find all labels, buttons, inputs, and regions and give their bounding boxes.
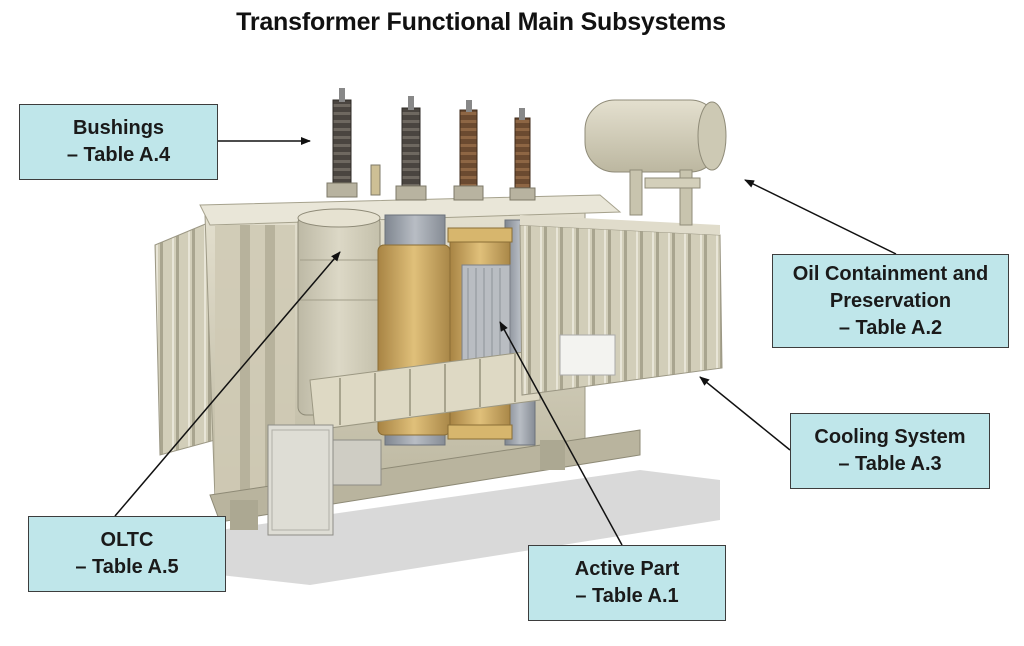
oil-label-line2: Preservation bbox=[829, 289, 952, 312]
bushing-4 bbox=[509, 108, 536, 201]
cooling-table-ref: – Table A.3 bbox=[838, 453, 942, 475]
cooling-system-callout: Cooling System – Table A.3 bbox=[790, 413, 990, 489]
active-part-label: Active Part bbox=[574, 558, 680, 580]
oltc-table-ref: – Table A.5 bbox=[75, 556, 179, 578]
neutral-bushing bbox=[370, 164, 381, 196]
oltc-arrow bbox=[114, 251, 341, 517]
bushings-callout: Bushings – Table A.4 bbox=[19, 104, 218, 180]
conservator-tank bbox=[584, 99, 727, 226]
leader-arrows bbox=[114, 137, 897, 546]
bushing-1 bbox=[326, 88, 358, 198]
bushing-2 bbox=[395, 96, 427, 201]
cooling-arrow bbox=[699, 376, 791, 451]
oil-label-line1: Oil Containment and bbox=[792, 262, 989, 285]
oil-containment-callout: Oil Containment and Preservation – Table… bbox=[772, 254, 1009, 348]
oltc-callout: OLTC – Table A.5 bbox=[28, 516, 226, 592]
control-cabinet bbox=[267, 424, 382, 536]
bushings-label: Bushings bbox=[72, 117, 165, 139]
bushings-table-ref: – Table A.4 bbox=[66, 144, 171, 166]
cooling-label: Cooling System bbox=[814, 426, 966, 448]
oltc-label: OLTC bbox=[100, 529, 154, 551]
active-part-callout: Active Part – Table A.1 bbox=[528, 545, 726, 621]
active-part-table-ref: – Table A.1 bbox=[575, 585, 679, 607]
cooling-radiators bbox=[519, 215, 723, 396]
active-part-arrow bbox=[499, 321, 623, 546]
ground-shadow bbox=[175, 470, 720, 585]
oil-arrow bbox=[744, 179, 897, 255]
oil-table-ref: – Table A.2 bbox=[838, 316, 943, 339]
lead-supports bbox=[309, 349, 541, 431]
bushing-3 bbox=[453, 100, 484, 201]
diagram-title: Transformer Functional Main Subsystems bbox=[236, 8, 726, 36]
